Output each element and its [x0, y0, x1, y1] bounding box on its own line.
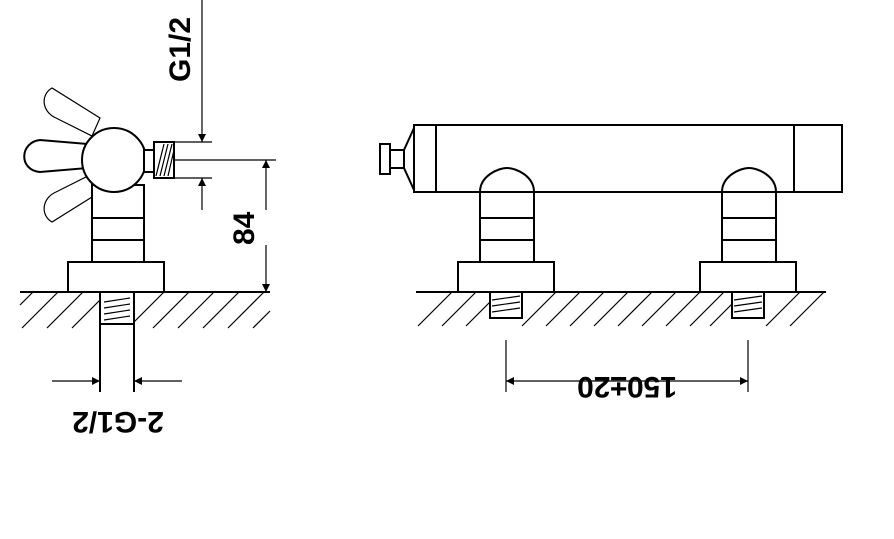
front-inlet-right: [731, 291, 765, 319]
end-fitting: [379, 127, 415, 191]
right-leg: [699, 166, 797, 293]
outlet-thread-label: G1/2: [164, 17, 197, 82]
outlet-thread-dimension: G1/2: [164, 0, 212, 210]
base-flange: [67, 261, 165, 293]
front-view: 150±20: [379, 124, 843, 403]
valve-stem: [91, 184, 145, 264]
outlet-nipple: [143, 141, 175, 179]
inlet-pipe: [99, 291, 135, 392]
center-distance-dimension: 150±20: [505, 340, 749, 403]
center-distance-label: 150±20: [577, 370, 677, 403]
valve-body: [81, 127, 147, 193]
front-inlet-left: [489, 291, 523, 319]
side-view: G1/2 84 2-G1/2: [19, 0, 276, 438]
inlet-thread-dimension: 2-G1/2: [52, 377, 182, 438]
left-leg: [457, 166, 555, 293]
height-label: 84: [228, 211, 261, 245]
height-dimension: 84: [174, 159, 276, 292]
mounting-surface: [19, 291, 271, 329]
mixer-body: [413, 124, 843, 193]
inlet-thread-label: 2-G1/2: [72, 405, 164, 438]
